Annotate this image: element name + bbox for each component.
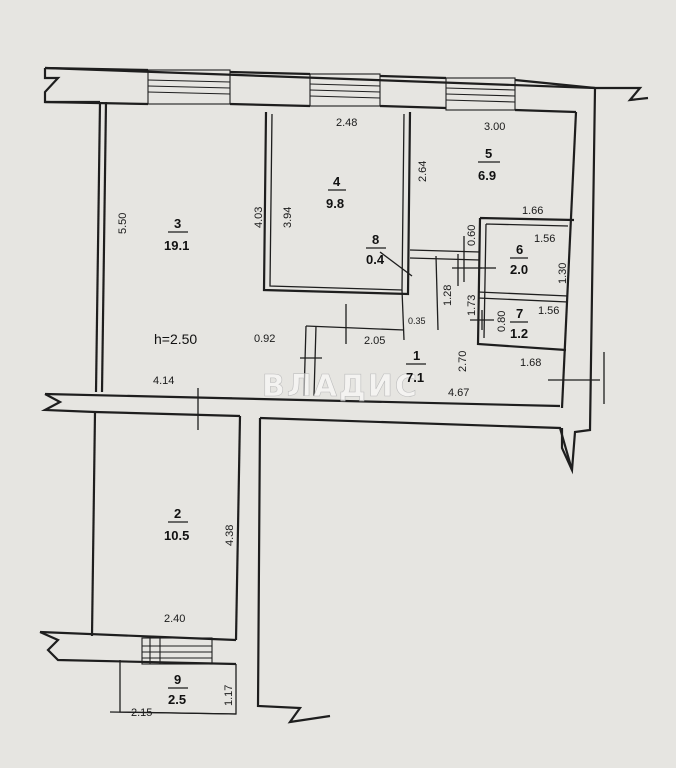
room-6-number: 6 <box>516 242 523 257</box>
dim-5-50: 5.50 <box>117 213 129 234</box>
room-2-area: 10.5 <box>164 528 189 543</box>
room-3-number: 3 <box>174 216 181 231</box>
room-7-number: 7 <box>516 306 523 321</box>
room-9-area: 2.5 <box>168 692 186 707</box>
room-labels: 3 19.1 4 9.8 5 6.9 8 0.4 6 2.0 7 1.2 1 7… <box>164 146 528 707</box>
outer-walls <box>39 66 649 724</box>
dim-0-35: 0.35 <box>408 316 426 326</box>
dim-1-68: 1.68 <box>520 357 541 369</box>
dim-1-66: 1.66 <box>522 205 543 217</box>
dim-0-92: 0.92 <box>254 333 275 345</box>
room-7-area: 1.2 <box>510 326 528 341</box>
dim-0-80: 0.80 <box>496 311 508 332</box>
dim-3-94: 3.94 <box>282 207 294 228</box>
dim-1-17: 1.17 <box>223 685 235 706</box>
room-8-number: 8 <box>372 232 379 247</box>
room-6-area: 2.0 <box>510 262 528 277</box>
dim-4-38: 4.38 <box>224 525 236 546</box>
dim-2-64: 2.64 <box>417 161 429 182</box>
dim-2-40: 2.40 <box>164 613 185 625</box>
dim-1-56-lower: 1.56 <box>538 305 559 317</box>
ceiling-height: h=2.50 <box>154 331 197 347</box>
top-windows <box>141 69 516 665</box>
dim-4-03: 4.03 <box>253 207 265 228</box>
room-1-area: 7.1 <box>406 370 424 385</box>
dim-0-60: 0.60 <box>466 225 478 246</box>
dim-2-05: 2.05 <box>364 335 385 347</box>
dim-1-30: 1.30 <box>557 263 569 284</box>
room-8-area: 0.4 <box>366 252 385 267</box>
room-5-area: 6.9 <box>478 168 496 183</box>
dimension-labels: 2.48 3.00 2.64 4.03 3.94 5.50 1.66 0.60 … <box>117 117 569 719</box>
dim-1-28: 1.28 <box>442 285 454 306</box>
dim-2-15: 2.15 <box>131 707 152 719</box>
room-4-number: 4 <box>333 174 341 189</box>
dim-1-73: 1.73 <box>466 295 478 316</box>
watermark: ВЛАДИС <box>262 369 419 404</box>
dim-2-70: 2.70 <box>457 351 469 372</box>
room-9-number: 9 <box>174 672 181 687</box>
room-4-area: 9.8 <box>326 196 344 211</box>
dim-4-14: 4.14 <box>153 375 174 387</box>
dim-1-56-upper: 1.56 <box>534 233 555 245</box>
room-3-area: 19.1 <box>164 238 189 253</box>
interior-partitions <box>197 111 605 430</box>
dim-3-00: 3.00 <box>484 121 505 133</box>
room-1-number: 1 <box>413 348 420 363</box>
dim-4-67: 4.67 <box>448 387 469 399</box>
dim-2-48: 2.48 <box>336 117 357 129</box>
room-2-number: 2 <box>174 506 181 521</box>
room-5-number: 5 <box>485 146 492 161</box>
